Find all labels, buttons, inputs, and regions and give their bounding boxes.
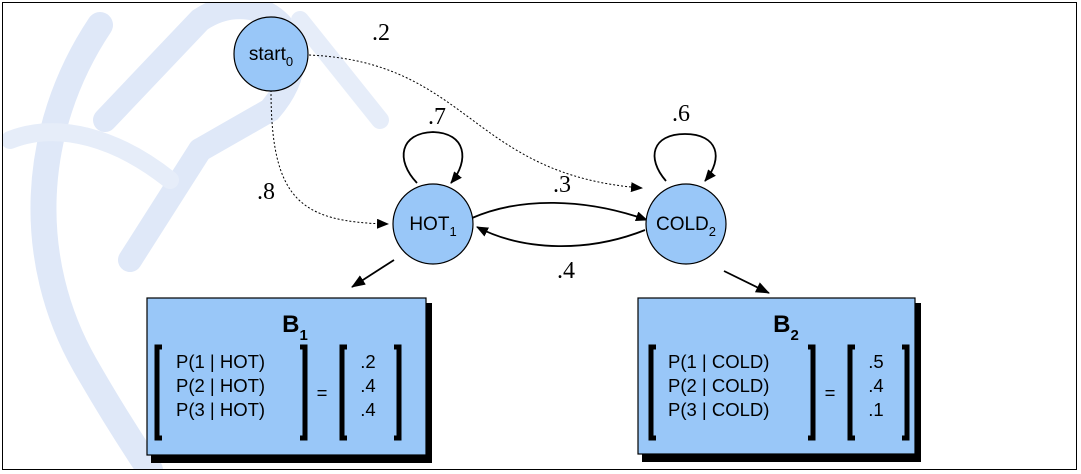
b1-value-1: .2 (360, 351, 375, 372)
prob-cold-to-hot: .4 (557, 258, 575, 284)
b2-title-sub: 2 (791, 327, 799, 344)
prob-start-to-cold: .2 (372, 20, 390, 46)
state-start-sub: 0 (286, 54, 293, 69)
b2-value-3: .1 (868, 399, 883, 420)
b2-title: B (773, 311, 790, 338)
b2-row-1: P(1 | COLD) (668, 351, 769, 372)
state-hot-sub: 1 (449, 224, 456, 239)
state-hot[interactable]: HOT1 (392, 183, 474, 265)
state-cold-label: COLD (656, 214, 709, 235)
emission-box-b2: B2 P(1 | COLD) P(2 | COLD) P(3 | COLD) =… (637, 297, 921, 462)
b2-equals: = (825, 382, 836, 403)
b1-equals: = (317, 382, 328, 403)
state-start[interactable]: start0 (233, 16, 309, 92)
edge-cold-to-b2 (723, 270, 770, 294)
transition-edges (270, 54, 770, 294)
svg-text:HOT1: HOT1 (409, 214, 456, 239)
b1-value-2: .4 (360, 375, 375, 396)
b1-title: B (282, 311, 299, 338)
edge-cold-self (653, 133, 717, 182)
b2-value-2: .4 (868, 375, 883, 396)
b1-row-3: P(3 | HOT) (176, 399, 265, 420)
state-hot-label: HOT (409, 214, 450, 235)
b1-row-2: P(2 | HOT) (176, 375, 265, 396)
edge-hot-self (402, 131, 464, 184)
b1-title-sub: 1 (300, 327, 308, 344)
prob-hot-to-cold: .3 (553, 172, 571, 198)
svg-text:start0: start0 (249, 44, 293, 69)
edge-start-to-cold (308, 54, 643, 193)
svg-text:B2: B2 (773, 311, 799, 344)
edge-cold-to-hot (476, 226, 646, 248)
state-cold[interactable]: COLD2 (645, 183, 727, 265)
edge-start-to-hot (270, 89, 389, 229)
edge-hot-to-b1 (351, 259, 395, 288)
b1-row-1: P(1 | HOT) (176, 351, 265, 372)
b2-row-2: P(2 | COLD) (668, 375, 769, 396)
state-start-label: start (249, 44, 287, 65)
edge-hot-to-cold (471, 201, 648, 222)
b2-row-3: P(3 | COLD) (668, 399, 769, 420)
b2-value-1: .5 (868, 351, 883, 372)
b1-value-3: .4 (360, 399, 375, 420)
svg-text:B1: B1 (282, 311, 308, 344)
prob-cold-self: .6 (672, 101, 690, 127)
svg-text:COLD2: COLD2 (656, 214, 716, 239)
prob-hot-self: .7 (428, 104, 446, 130)
prob-start-to-hot: .8 (257, 179, 275, 205)
emission-box-b1: B1 P(1 | HOT) P(2 | HOT) P(3 | HOT) = .2… (146, 297, 432, 463)
state-cold-sub: 2 (709, 224, 716, 239)
transition-labels: .2 .8 .7 .6 .3 .4 (257, 20, 690, 284)
